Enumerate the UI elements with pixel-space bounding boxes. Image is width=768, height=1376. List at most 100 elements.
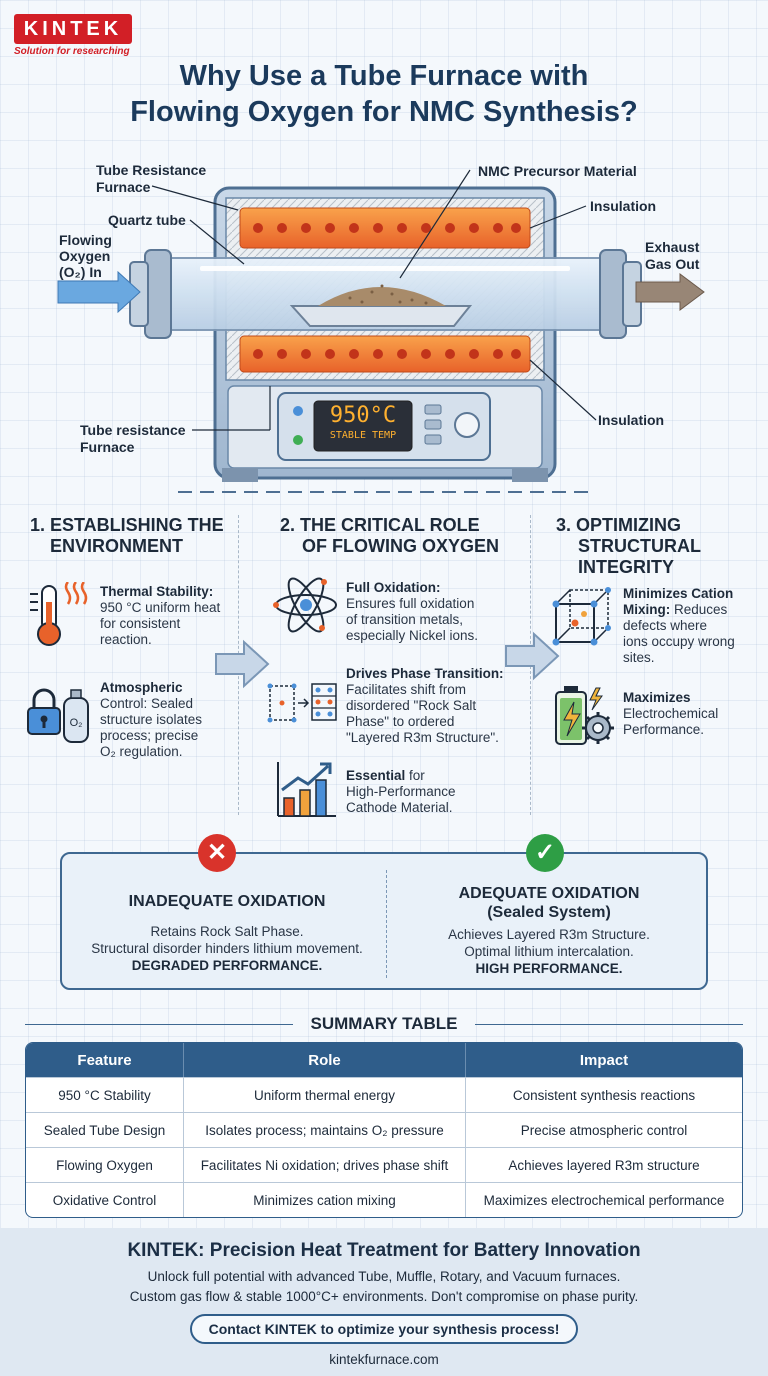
heading-line: INTEGRITY	[578, 557, 675, 577]
feature-title: Thermal Stability:	[100, 584, 214, 599]
table-cell: Isolates process; maintains O₂ pressure	[184, 1112, 466, 1147]
feature-title: Drives Phase Transition:	[346, 666, 504, 681]
feature-title: Maximizes	[623, 690, 691, 705]
section-2-heading: 2. THE CRITICAL ROLE OF FLOWING OXYGEN	[280, 515, 499, 557]
table-cell: Precise atmospheric control	[466, 1112, 742, 1147]
feature-title: Atmospheric	[100, 680, 183, 695]
label-insulation-top: Insulation	[590, 198, 657, 214]
feature-title: Essential	[346, 768, 406, 783]
summary-rule-left	[25, 1024, 293, 1025]
outcome-text: Achieves Layered R3m Structure.	[448, 927, 650, 942]
label-nmc-precursor: NMC Precursor Material	[478, 163, 637, 179]
feature-text: of transition metals,	[346, 612, 464, 627]
label-line: Exhaust	[645, 239, 700, 255]
kintek-logo[interactable]: KINTEK Solution for researching	[14, 14, 132, 57]
feature-text: Cathode Material.	[346, 800, 453, 815]
table-cell: Oxidative Control	[26, 1182, 184, 1217]
title-line-1: Why Use a Tube Furnace with	[179, 60, 589, 92]
feature-text: process; precise	[100, 728, 199, 743]
feature-text: sites.	[623, 650, 655, 665]
table-row: Oxidative Control Minimizes cation mixin…	[26, 1182, 742, 1217]
label-line: Oxygen	[59, 248, 111, 264]
feature-text: Facilitates shift from	[346, 682, 467, 697]
heading-line: ENVIRONMENT	[50, 536, 184, 556]
growth-chart-icon	[277, 762, 336, 817]
table-cell: Minimizes cation mixing	[184, 1182, 466, 1217]
outcome-result: DEGRADED PERFORMANCE.	[131, 958, 323, 973]
logo-tagline: Solution for researching	[14, 46, 130, 57]
x-icon: ✕	[198, 834, 236, 872]
label-quartz-tube: Quartz tube	[108, 212, 186, 228]
temperature-display: 950°C	[329, 403, 397, 428]
label-oxygen-in: Flowing Oxygen (O₂) In	[59, 232, 112, 280]
section-3-heading: 3. OPTIMIZING STRUCTURAL INTEGRITY	[556, 515, 701, 578]
heading-line: 3. OPTIMIZING	[556, 515, 682, 535]
feature-text: O₂ regulation.	[100, 744, 183, 759]
outcome-divider	[386, 870, 387, 978]
label-line: (O₂) In	[59, 264, 102, 280]
table-cell: Flowing Oxygen	[26, 1147, 184, 1182]
summary-rule-right	[475, 1024, 743, 1025]
column-header: Role	[184, 1043, 466, 1077]
outcome-subtitle: (Sealed System)	[487, 904, 611, 921]
heading-line: OF FLOWING OXYGEN	[302, 536, 499, 556]
feature-text: defects where	[623, 618, 708, 633]
section-1-heading: 1. ESTABLISHING THE ENVIRONMENT	[30, 515, 224, 557]
thermometer-icon	[30, 582, 88, 646]
feature-thermal-stability: Thermal Stability: 950 °C uniform heat f…	[100, 584, 220, 648]
outcome-text: Retains Rock Salt Phase.	[150, 924, 304, 939]
temperature-status: STABLE TEMP	[329, 430, 397, 441]
label-tube-furnace-bottom: Tube resistance Furnace	[80, 422, 186, 456]
feature-text: Reduces	[670, 602, 728, 617]
website-link[interactable]: kintekfurnace.com	[329, 1352, 439, 1367]
flow-arrow-icon	[215, 639, 270, 689]
feature-text: reaction.	[100, 632, 152, 647]
column-header: Feature	[26, 1043, 184, 1077]
outcome-title: ADEQUATE OXIDATION	[458, 885, 640, 902]
label-line: Tube resistance	[80, 422, 186, 438]
furnace-diagram	[57, 169, 705, 493]
table-row: 950 °C Stability Uniform thermal energy …	[26, 1077, 742, 1112]
feature-title: Minimizes Cation	[623, 586, 734, 601]
outcome-text: Structural disorder hinders lithium move…	[91, 941, 363, 956]
outcome-title: INADEQUATE OXIDATION	[128, 893, 326, 910]
table-row: Flowing Oxygen Facilitates Ni oxidation;…	[26, 1147, 742, 1182]
check-icon: ✓	[526, 834, 564, 872]
feature-essential: Essential for High-Performance Cathode M…	[346, 768, 456, 816]
svg-text:O₂: O₂	[70, 717, 83, 729]
feature-text: for consistent	[100, 616, 181, 631]
outcome-comparison: INADEQUATE OXIDATION Retains Rock Salt P…	[60, 852, 708, 990]
label-line: Flowing	[59, 232, 112, 248]
feature-text: Phase" to ordered	[346, 714, 455, 729]
footer-line-2: Custom gas flow & stable 1000°C+ environ…	[129, 1289, 639, 1304]
table-cell: Sealed Tube Design	[26, 1112, 184, 1147]
feature-electrochemical: Maximizes Electrochemical Performance.	[623, 690, 718, 738]
feature-text: Control: Sealed	[100, 696, 194, 711]
feature-text: "Layered R3m Structure".	[346, 730, 499, 745]
feature-title: Full Oxidation:	[346, 580, 441, 595]
outcome-adequate: ADEQUATE OXIDATION (Sealed System) Achie…	[394, 884, 704, 977]
label-line: Furnace	[80, 439, 135, 455]
feature-text: Performance.	[623, 722, 705, 737]
feature-full-oxidation: Full Oxidation: Ensures full oxidation o…	[346, 580, 478, 644]
atom-icon	[273, 577, 337, 633]
summary-heading: SUMMARY TABLE	[310, 1014, 458, 1033]
table-header-row: Feature Role Impact	[26, 1043, 742, 1077]
outcome-result: HIGH PERFORMANCE.	[475, 961, 623, 976]
column-header: Impact	[466, 1043, 742, 1077]
footer: KINTEK: Precision Heat Treatment for Bat…	[0, 1228, 768, 1376]
table-cell: Uniform thermal energy	[184, 1077, 466, 1112]
lock-oxygen-icon: O₂	[27, 688, 89, 743]
label-line: Tube Resistance	[96, 162, 207, 178]
label-line: Gas Out	[645, 256, 700, 272]
footer-title: KINTEK: Precision Heat Treatment for Bat…	[127, 1240, 641, 1261]
heading-line: STRUCTURAL	[578, 536, 701, 556]
lattice-icon	[267, 683, 337, 723]
label-exhaust: Exhaust Gas Out	[645, 239, 699, 273]
title-line-2: Flowing Oxygen for NMC Synthesis?	[130, 96, 638, 128]
battery-gear-icon	[555, 686, 614, 745]
feature-text: Ensures full oxidation	[346, 596, 475, 611]
contact-button[interactable]: Contact KINTEK to optimize your synthesi…	[190, 1314, 578, 1344]
feature-title: Mixing:	[623, 602, 671, 617]
table-cell: Maximizes electrochemical performance	[466, 1182, 742, 1217]
